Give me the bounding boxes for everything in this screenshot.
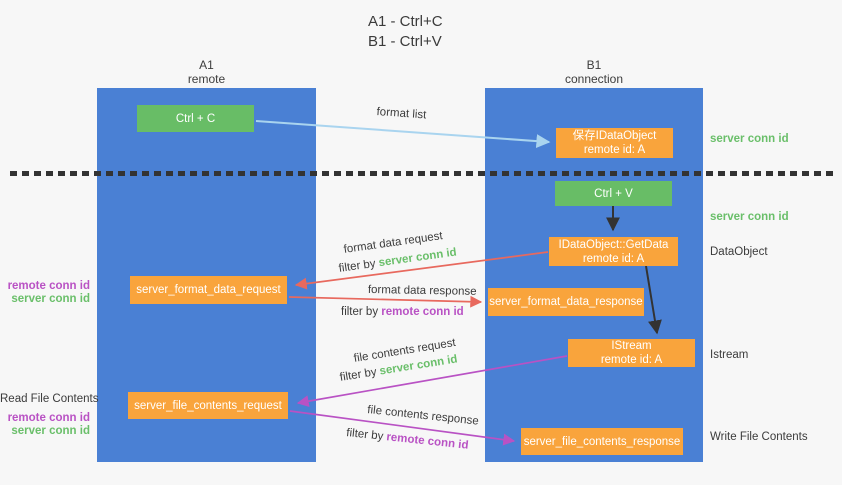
- server-file-contents-request-node: server_file_contents_request: [128, 392, 288, 419]
- dashed-separator: [10, 171, 836, 176]
- server-conn-id-right-top: server conn id: [710, 133, 789, 145]
- title-line-1: A1 - Ctrl+C: [368, 13, 443, 30]
- diagram-title: A1 - Ctrl+C B1 - Ctrl+V: [368, 12, 443, 52]
- getdata-node: IDataObject::GetData remote id: A: [549, 237, 678, 266]
- filter-id-2: remote conn id: [381, 306, 464, 318]
- save-dataobject-line1: 保存IDataObject: [572, 130, 657, 142]
- ctrl-c-node: Ctrl + C: [137, 105, 254, 132]
- filter-prefix-3: filter by: [339, 365, 381, 384]
- server-format-data-request-node: server_format_data_request: [130, 276, 287, 304]
- server-format-data-response-node: server_format_data_response: [488, 288, 644, 316]
- server-format-data-response-label: server_format_data_response: [489, 296, 643, 308]
- getdata-line2: remote id: A: [582, 252, 645, 265]
- filter-by-remote-conn-id-label-2: filter by remote conn id: [346, 427, 469, 452]
- filter-prefix-2: filter by: [341, 306, 382, 318]
- ctrl-c-label: Ctrl + C: [175, 112, 216, 125]
- format-data-response-label: format data response: [367, 284, 477, 298]
- server-format-data-request-label: server_format_data_request: [136, 284, 281, 296]
- istream-side-label: Istream: [710, 349, 749, 361]
- remote-conn-id-left-2: remote conn id: [7, 412, 90, 424]
- server-file-contents-response-node: server_file_contents_response: [521, 428, 683, 455]
- istream-line2: remote id: A: [600, 354, 663, 366]
- istream-line1: IStream: [611, 340, 652, 352]
- write-file-contents-label: Write File Contents: [710, 431, 808, 443]
- file-contents-response-label: file contents response: [366, 404, 480, 428]
- save-dataobject-line2: remote id: A: [583, 144, 646, 156]
- filter-prefix-1: filter by: [338, 257, 380, 275]
- title-line-2: B1 - Ctrl+V: [368, 33, 442, 50]
- right-column-header: B1 connection: [485, 58, 703, 86]
- dataobject-side-label: DataObject: [710, 246, 768, 258]
- server-file-contents-request-label: server_file_contents_request: [134, 399, 282, 412]
- format-list-label: format list: [376, 106, 427, 122]
- filter-by-remote-conn-id-label-1: filter by remote conn id: [341, 306, 464, 318]
- ctrl-v-node: Ctrl + V: [555, 181, 672, 206]
- right-column-name: B1: [586, 58, 602, 72]
- server-conn-id-right-mid: server conn id: [710, 211, 789, 223]
- filter-prefix-4: filter by: [345, 427, 388, 444]
- save-dataobject-node: 保存IDataObject remote id: A: [556, 128, 673, 158]
- read-file-contents-label: Read File Contents: [0, 393, 99, 405]
- right-column-role: connection: [564, 72, 624, 86]
- left-column-header: A1 remote: [97, 58, 316, 86]
- filter-id-4: remote conn id: [385, 431, 470, 452]
- filter-id-1: server conn id: [377, 246, 458, 270]
- server-file-contents-response-label: server_file_contents_response: [523, 435, 681, 448]
- server-conn-id-left-1: server conn id: [11, 293, 90, 305]
- ctrl-v-label: Ctrl + V: [594, 187, 633, 200]
- format-data-response-arrow: [288, 295, 483, 308]
- server-conn-id-left-2: server conn id: [11, 425, 90, 437]
- left-column-name: A1: [199, 58, 214, 72]
- left-column-role: remote: [187, 72, 226, 86]
- remote-conn-id-left-1: remote conn id: [7, 280, 90, 292]
- getdata-line1: IDataObject::GetData: [558, 238, 669, 251]
- istream-node: IStream remote id: A: [568, 339, 695, 367]
